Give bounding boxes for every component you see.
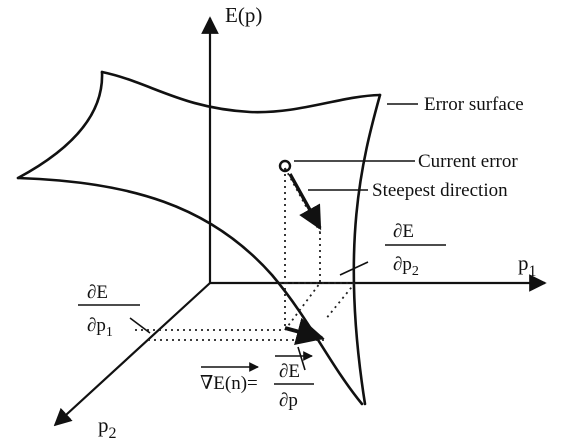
gradient-formula: ∇E(n)= ∂E ∂p (200, 351, 314, 411)
partial-p2-numerator: ∂E (393, 221, 414, 242)
label-current-error: Current error (418, 151, 518, 172)
axes (53, 16, 547, 427)
axis-p2 (53, 282, 211, 427)
label-steepest-direction: Steepest direction (372, 180, 508, 201)
gradient-numerator: ∂E (279, 361, 300, 382)
partial-p1-denominator: ∂p1 (87, 315, 113, 340)
partial-p2-denominator: ∂p2 (393, 254, 419, 279)
surface-right-edge (352, 93, 382, 406)
leader-lines (129, 103, 418, 371)
partial-p2: ∂E ∂p2 (385, 221, 446, 279)
axis-label-p2: p2 (98, 413, 117, 442)
gradient-denominator: ∂p (279, 390, 298, 411)
current-error-point (278, 159, 292, 173)
partial-p1: ∂E ∂p1 (78, 282, 140, 340)
surface-left-edge (16, 70, 104, 180)
surface-front-edge (16, 176, 364, 406)
gradient-arrow (284, 317, 325, 345)
projection-lines (135, 167, 356, 341)
label-error-surface: Error surface (424, 94, 524, 115)
gradient-lhs: ∇E(n)= (200, 373, 258, 394)
surface-top-edge (100, 70, 382, 114)
error-surface (16, 70, 382, 406)
axis-label-p1: p1 (518, 251, 537, 280)
partial-p1-numerator: ∂E (87, 282, 108, 303)
steepest-direction-arrow (288, 173, 322, 231)
axis-label-vertical: E(p) (225, 3, 262, 27)
